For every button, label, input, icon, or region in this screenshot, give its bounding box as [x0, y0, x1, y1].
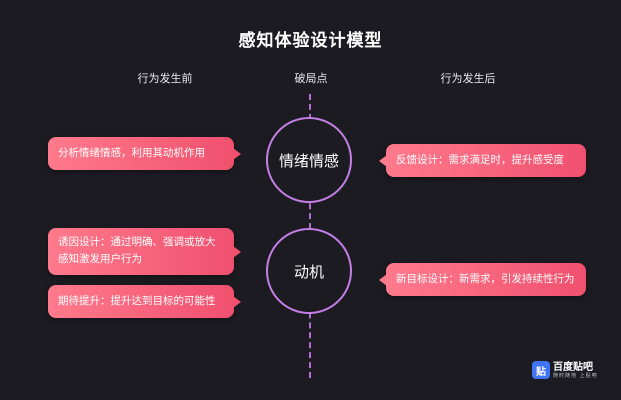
- tieba-logo-tagline: 随时随地 上贴吧: [553, 372, 598, 379]
- node-emotion-label: 情绪情感: [278, 151, 339, 170]
- node-motive: 动机: [266, 228, 352, 314]
- before-item-emotion-analysis: 分析情绪情感，利用其动机作用: [48, 137, 241, 170]
- tieba-logo: 贴 百度贴吧 随时随地 上贴吧: [532, 361, 598, 379]
- column-header-before: 行为发生前: [137, 72, 193, 85]
- column-header-after: 行为发生后: [440, 72, 496, 85]
- after-item-new-goal-design: 新目标设计：新需求，引发持续性行为: [379, 263, 586, 296]
- before-item-expectation-boost: 期待提升：提升达到目标的可能性: [48, 285, 241, 318]
- node-motive-label: 动机: [293, 262, 324, 281]
- diagram-title: 感知体验设计模型: [238, 31, 383, 51]
- tieba-logo-name: 百度贴吧: [553, 361, 593, 373]
- tieba-logo-icon: 贴: [532, 361, 550, 379]
- column-header-breakpoint: 破局点: [294, 72, 328, 85]
- after-item-feedback-design: 反馈设计：需求满足时，提升感受度: [379, 144, 586, 177]
- node-emotion: 情绪情感: [266, 117, 352, 203]
- before-item-trigger-design: 诱因设计：通过明确、强调或放大感知激发用户行为: [48, 228, 241, 275]
